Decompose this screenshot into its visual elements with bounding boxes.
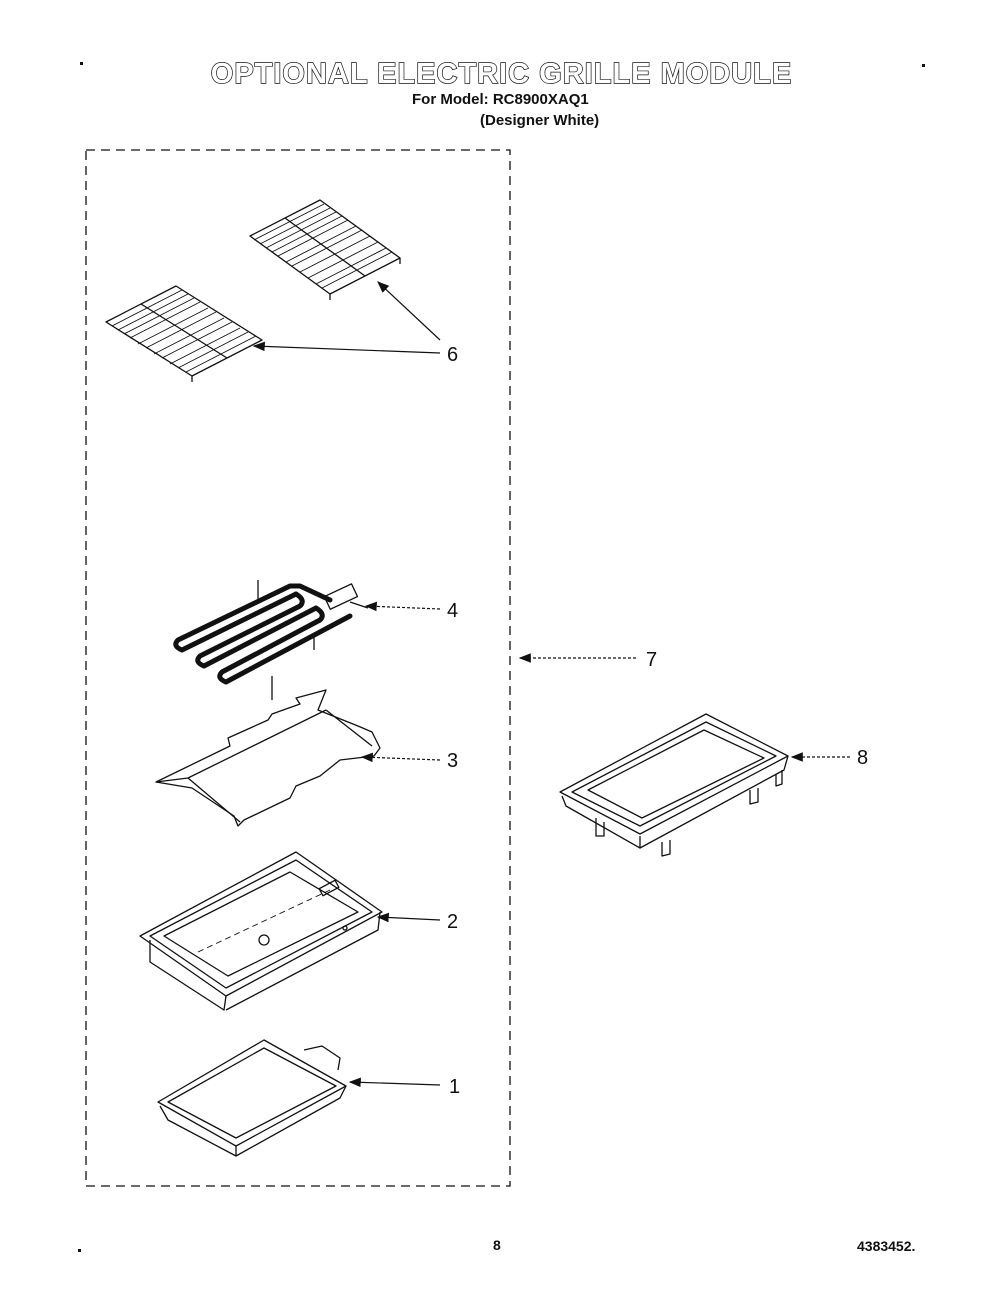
- callout-7: 7: [646, 649, 657, 671]
- leader-2: [376, 912, 441, 923]
- part-4-heating-element: [173, 580, 369, 700]
- part-1-grease-tray: [157, 1039, 347, 1157]
- model-line: For Model: RC8900XAQ1: [412, 91, 589, 108]
- callout-4: 4: [447, 600, 458, 622]
- part-3-reflector: [155, 689, 381, 827]
- page-number: 8: [493, 1237, 501, 1253]
- module-boundary: [85, 149, 511, 1187]
- leader-4: [364, 601, 441, 612]
- part-8-cover: [559, 713, 789, 857]
- callout-6: 6: [447, 344, 458, 366]
- part-6-grille-grate-front: [105, 285, 263, 382]
- leader-lines: [252, 281, 850, 1088]
- leader-3: [360, 752, 441, 763]
- part-2-drip-pan: [139, 851, 383, 1011]
- finish-line: (Designer White): [480, 112, 600, 129]
- page-title: OPTIONAL ELECTRIC GRILLE MODULE: [210, 57, 793, 90]
- leader-6a: [377, 281, 441, 341]
- corner-marks: [78, 62, 925, 1252]
- document-number: 4383452.: [857, 1238, 916, 1254]
- leader-6b: [252, 341, 441, 354]
- callout-2: 2: [447, 911, 458, 933]
- callout-3: 3: [447, 750, 458, 772]
- leader-1: [348, 1077, 441, 1088]
- callout-1: 1: [449, 1076, 460, 1098]
- callout-8: 8: [857, 747, 868, 769]
- part-6-grille-grate-rear: [249, 199, 401, 300]
